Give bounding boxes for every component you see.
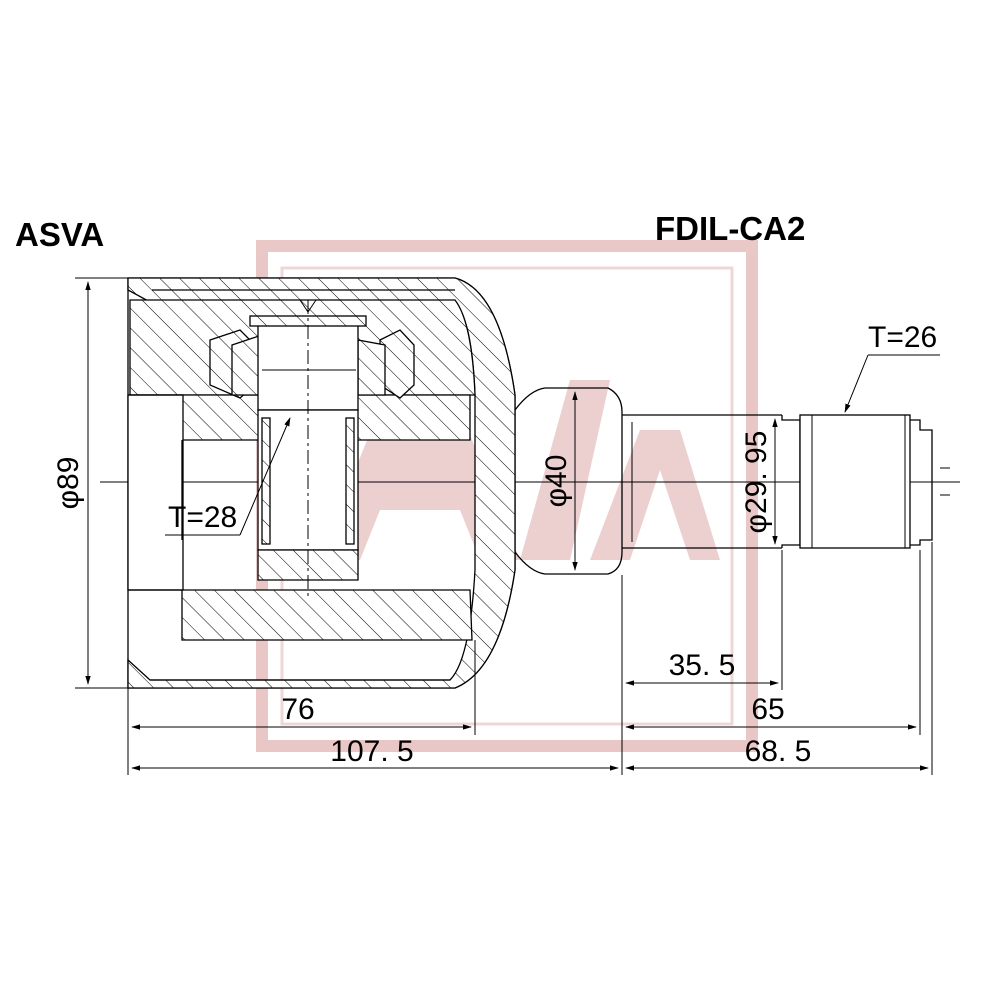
diameter-symbol: φ bbox=[740, 514, 773, 533]
diameter-symbol: φ bbox=[540, 488, 573, 507]
inner-spline-teeth-label: T=28 bbox=[168, 501, 237, 534]
shaft-diameter-label: φ29. 95 bbox=[740, 431, 773, 534]
shaft-total-length-label: 68. 5 bbox=[745, 735, 812, 768]
housing-length-label: 107. 5 bbox=[330, 735, 413, 768]
hub-diameter-label: φ40 bbox=[540, 455, 573, 508]
brand-label: ASVA bbox=[15, 216, 104, 253]
spline-length-label: 35. 5 bbox=[669, 649, 736, 682]
part-number-label: FDIL-CA2 bbox=[655, 210, 805, 247]
housing bbox=[127, 277, 516, 689]
shaft-diameter-value: 29. 95 bbox=[740, 431, 773, 514]
shaft-length-label: 65 bbox=[751, 693, 784, 726]
dimension-lines bbox=[75, 277, 940, 775]
outer-spline-teeth-label: T=26 bbox=[868, 321, 937, 354]
hub-diameter-value: 40 bbox=[540, 455, 573, 488]
diameter-symbol: φ bbox=[52, 490, 85, 509]
tripod-assembly bbox=[209, 299, 415, 600]
svg-text:φ40: φ40 bbox=[540, 455, 573, 508]
svg-text:φ29. 95: φ29. 95 bbox=[740, 431, 773, 534]
outer-diameter-value: 89 bbox=[52, 457, 85, 490]
outer-diameter-label: φ89 bbox=[52, 457, 85, 510]
shaft bbox=[514, 387, 950, 575]
housing-depth-label: 76 bbox=[281, 693, 314, 726]
svg-text:φ89: φ89 bbox=[52, 457, 85, 510]
